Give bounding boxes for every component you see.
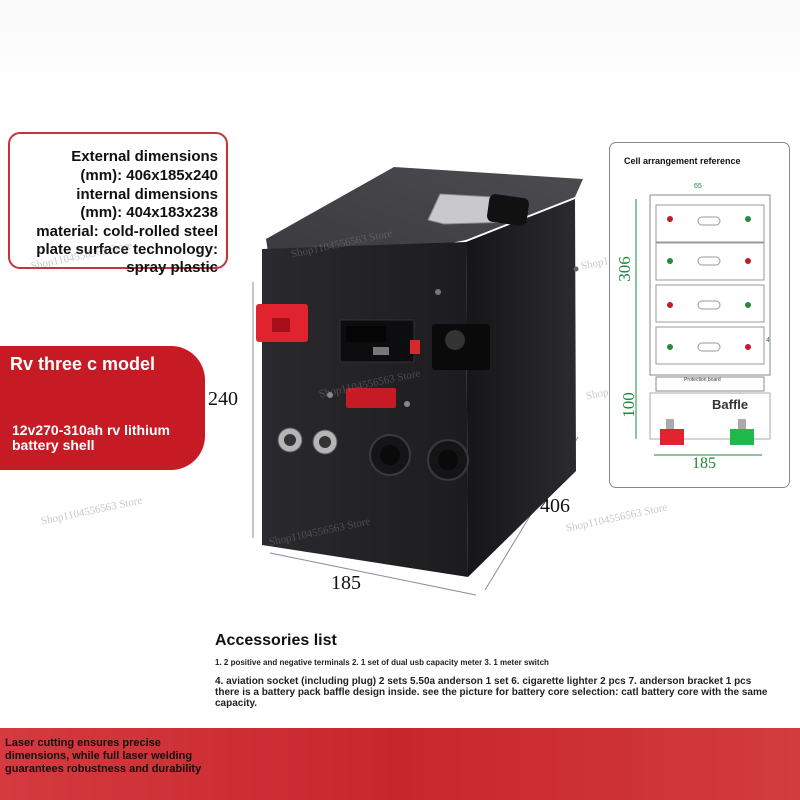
cell-arrangement-title: Cell arrangement reference bbox=[624, 156, 741, 166]
positive-terminal-bolt bbox=[272, 318, 290, 332]
side-mark: 4 bbox=[766, 337, 770, 344]
bottom-red-band bbox=[0, 728, 800, 800]
spec-line: material: cold-rolled steel bbox=[36, 223, 218, 240]
bottom-dimension: 185 bbox=[692, 455, 716, 472]
banner-title: Rv three c model bbox=[10, 354, 156, 374]
spec-line: internal dimensions bbox=[76, 186, 218, 203]
spec-line: External dimensions bbox=[71, 148, 218, 165]
screw bbox=[327, 392, 333, 398]
meter-display bbox=[346, 326, 386, 342]
footer-text: Laser cutting ensures precise dimensions… bbox=[5, 737, 202, 775]
cell-arrangement-diagram bbox=[635, 194, 771, 456]
anderson-connector bbox=[346, 388, 396, 408]
top-background-band bbox=[0, 0, 800, 110]
spec-line: (mm): 406x185x240 bbox=[80, 167, 218, 184]
banner-subtitle: 12v270-310ah rv lithium battery shell bbox=[12, 422, 170, 453]
usb-port bbox=[373, 347, 389, 355]
accessories-title: Accessories list bbox=[215, 632, 337, 649]
meter-switch bbox=[410, 340, 420, 354]
width-dimension-label: 185 bbox=[331, 572, 361, 594]
screw bbox=[404, 401, 410, 407]
spec-line: (mm): 404x183x238 bbox=[80, 204, 218, 221]
negative-terminal-bolt bbox=[445, 330, 465, 350]
baffle-label: Baffle bbox=[712, 397, 749, 412]
spec-line: plate surface technology: bbox=[36, 241, 218, 258]
handle-grip bbox=[487, 194, 529, 226]
screw bbox=[435, 289, 441, 295]
length-dimension-label: 406 bbox=[540, 495, 570, 517]
width-guide-line bbox=[269, 552, 477, 596]
spec-box: External dimensions (mm): 406x185x240 in… bbox=[8, 132, 228, 276]
accessories-line-1: 1. 2 positive and negative terminals 2. … bbox=[215, 658, 549, 667]
height-dimension-label: 240 bbox=[208, 388, 238, 410]
green-terminal-marker bbox=[730, 429, 754, 445]
screw bbox=[573, 266, 579, 272]
spec-line: spray plastic bbox=[126, 259, 218, 276]
baffle-area-dimension: 100 bbox=[618, 392, 638, 418]
box-front-face bbox=[262, 242, 468, 577]
model-banner: Rv three c model 12v270-310ah rv lithium… bbox=[0, 346, 205, 470]
accessories-line-2: 4. aviation socket (including plug) 2 se… bbox=[215, 676, 768, 709]
box-side-face bbox=[466, 199, 576, 577]
top-mark: 65 bbox=[694, 183, 702, 190]
protection-board-label: Protection board bbox=[684, 377, 721, 383]
red-terminal-marker bbox=[660, 429, 684, 445]
cell-area-dimension: 306 bbox=[614, 256, 634, 282]
cell-arrangement-panel: Cell arrangement reference 306 100 bbox=[609, 142, 790, 488]
